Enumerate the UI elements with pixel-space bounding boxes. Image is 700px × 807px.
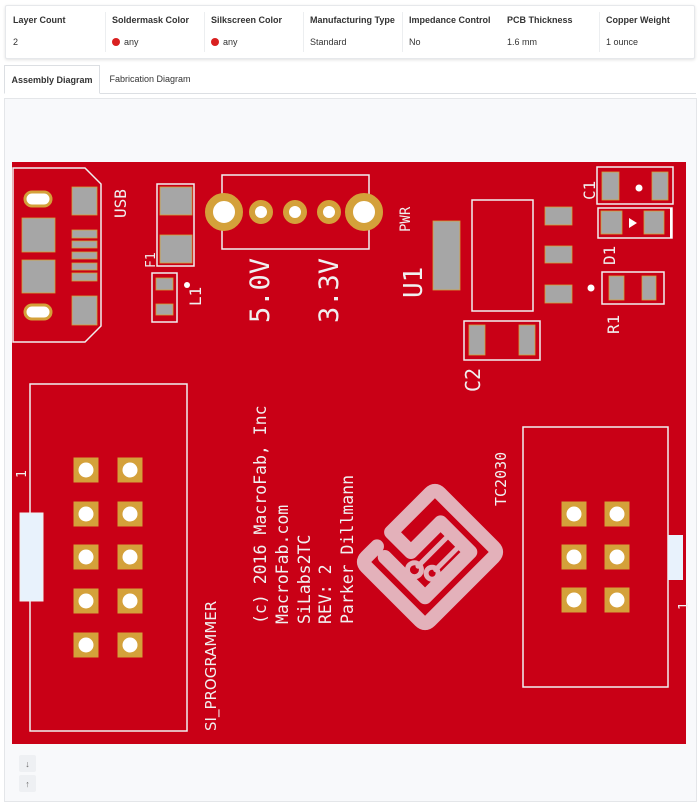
drill-hole — [566, 549, 582, 565]
credit-line: Parker Dillmann — [338, 475, 357, 624]
u1-tab-pad — [432, 220, 461, 291]
usb-outline — [12, 167, 102, 343]
through-hole-pad — [345, 193, 383, 231]
u1-label: U1 — [399, 267, 429, 298]
pin1-label: 1 — [677, 602, 692, 610]
drill-hole — [122, 593, 138, 609]
diagram-tabs: Assembly Diagram Fabrication Diagram — [4, 65, 696, 94]
divider — [599, 12, 600, 52]
drill-hole — [609, 549, 625, 565]
credit-line: (c) 2016 MacroFab, Inc — [251, 405, 270, 624]
smd-pad — [71, 295, 98, 326]
drill-hole — [78, 549, 94, 565]
drill-hole — [122, 506, 138, 522]
divider — [303, 12, 304, 52]
l1-outline — [151, 272, 178, 323]
drill-hole — [78, 637, 94, 653]
divider — [105, 12, 106, 52]
drill-hole — [566, 592, 582, 608]
pwr-label: PWR — [398, 206, 414, 232]
5v-label: 5.0V — [245, 258, 276, 323]
c2-outline — [463, 320, 541, 361]
r1-outline — [601, 271, 665, 305]
pin1-tab — [668, 535, 683, 580]
f1-label: F1 — [144, 252, 159, 268]
drill-hole — [566, 506, 582, 522]
tab-assembly-diagram[interactable]: Assembly Diagram — [4, 65, 100, 94]
credit-line: MacroFab.com — [273, 505, 292, 624]
smd-pad — [21, 217, 56, 253]
drill-hole — [122, 462, 138, 478]
drill-hole — [78, 593, 94, 609]
usb-mount-hole — [23, 190, 53, 208]
c2-label: C2 — [461, 368, 485, 392]
through-hole-pad — [283, 200, 307, 224]
l1-label: L1 — [186, 287, 205, 306]
f1-outline — [156, 183, 195, 267]
f1-pad — [159, 234, 193, 264]
zoom-out-button[interactable]: ↓ — [19, 755, 36, 772]
drill-hole — [122, 549, 138, 565]
credit-line: SiLabs2TC — [295, 535, 314, 624]
si-programmer-label: SI_PROGRAMMER — [202, 601, 221, 731]
pin1-label: 1 — [15, 470, 30, 478]
drill-hole — [122, 637, 138, 653]
color-swatch-icon — [112, 38, 120, 46]
smd-pad — [21, 259, 56, 294]
divider — [204, 12, 205, 52]
smd-pad — [71, 186, 98, 216]
color-swatch-icon — [211, 38, 219, 46]
credit-line: REV: 2 — [316, 564, 335, 624]
3v3-label: 3.3V — [314, 258, 345, 323]
through-hole-pad — [205, 193, 243, 231]
usb-mount-hole — [23, 303, 53, 321]
through-hole-pad — [249, 200, 273, 224]
divider — [402, 12, 403, 52]
r1-label: R1 — [604, 315, 623, 334]
pin1-tab — [19, 512, 44, 602]
d1-label: D1 — [600, 246, 619, 265]
diode-polarity-icon — [629, 218, 637, 228]
c1-label: C1 — [580, 181, 599, 200]
drill-hole — [609, 506, 625, 522]
u1-outline — [471, 199, 534, 312]
through-hole-pad — [317, 200, 341, 224]
macrofab-logo-icon — [356, 483, 504, 631]
c1-outline — [596, 166, 674, 205]
drill-hole — [609, 592, 625, 608]
drill-hole — [78, 506, 94, 522]
tab-fabrication-diagram[interactable]: Fabrication Diagram — [109, 73, 191, 84]
f1-pad — [159, 186, 193, 216]
drill-hole — [78, 462, 94, 478]
tc2030-label: TC2030 — [492, 452, 510, 506]
usb-label: USB — [111, 189, 130, 218]
zoom-in-button[interactable]: ↑ — [19, 775, 36, 792]
